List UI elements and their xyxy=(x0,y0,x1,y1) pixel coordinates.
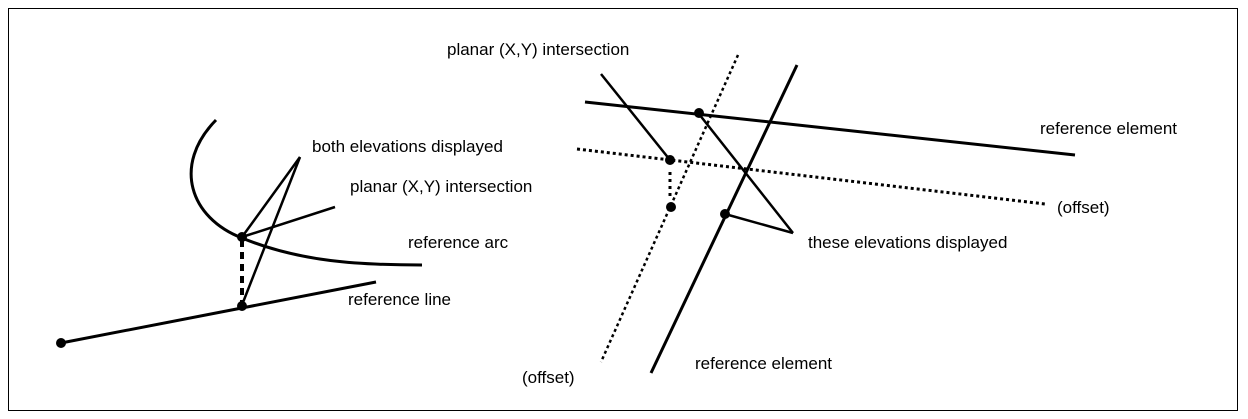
right-figure-points xyxy=(665,108,730,219)
right-figure xyxy=(576,54,1076,374)
leader-these-elevations-lower xyxy=(724,212,794,235)
leader-both-elevations-lower xyxy=(240,156,302,306)
label-planar-intersection-right: planar (X,Y) intersection xyxy=(447,40,629,59)
offset-intersection-point xyxy=(665,155,675,165)
leader-these-elevations-upper xyxy=(698,113,794,234)
offset-horizontal xyxy=(576,147,1046,206)
reference-line xyxy=(60,280,377,345)
line-intersection-point xyxy=(237,301,247,311)
label-both-elevations: both elevations displayed xyxy=(312,137,503,156)
label-reference-line: reference line xyxy=(348,290,451,309)
leader-both-elevations-upper xyxy=(240,156,302,238)
arc-intersection-point xyxy=(237,232,247,242)
leader-planar-intersection xyxy=(241,205,336,239)
label-reference-element-top: reference element xyxy=(1040,119,1177,138)
diagram-frame xyxy=(8,8,1238,411)
leader-planar-intersection-right xyxy=(600,73,671,161)
left-figure-points xyxy=(56,232,247,348)
offset-lower-point xyxy=(666,202,676,212)
steep-element-point xyxy=(720,209,730,219)
reference-element-steep xyxy=(649,64,799,374)
line-endpoint xyxy=(56,338,66,348)
label-these-elevations: these elevations displayed xyxy=(808,233,1007,252)
label-reference-element-bottom: reference element xyxy=(695,354,832,373)
label-planar-intersection-left: planar (X,Y) intersection xyxy=(350,177,532,196)
label-offset-bottom: (offset) xyxy=(522,368,575,387)
label-offset-right: (offset) xyxy=(1057,198,1110,217)
reference-element-horizontal xyxy=(584,100,1076,157)
label-reference-arc: reference arc xyxy=(408,233,509,252)
reference-intersection-point xyxy=(694,108,704,118)
